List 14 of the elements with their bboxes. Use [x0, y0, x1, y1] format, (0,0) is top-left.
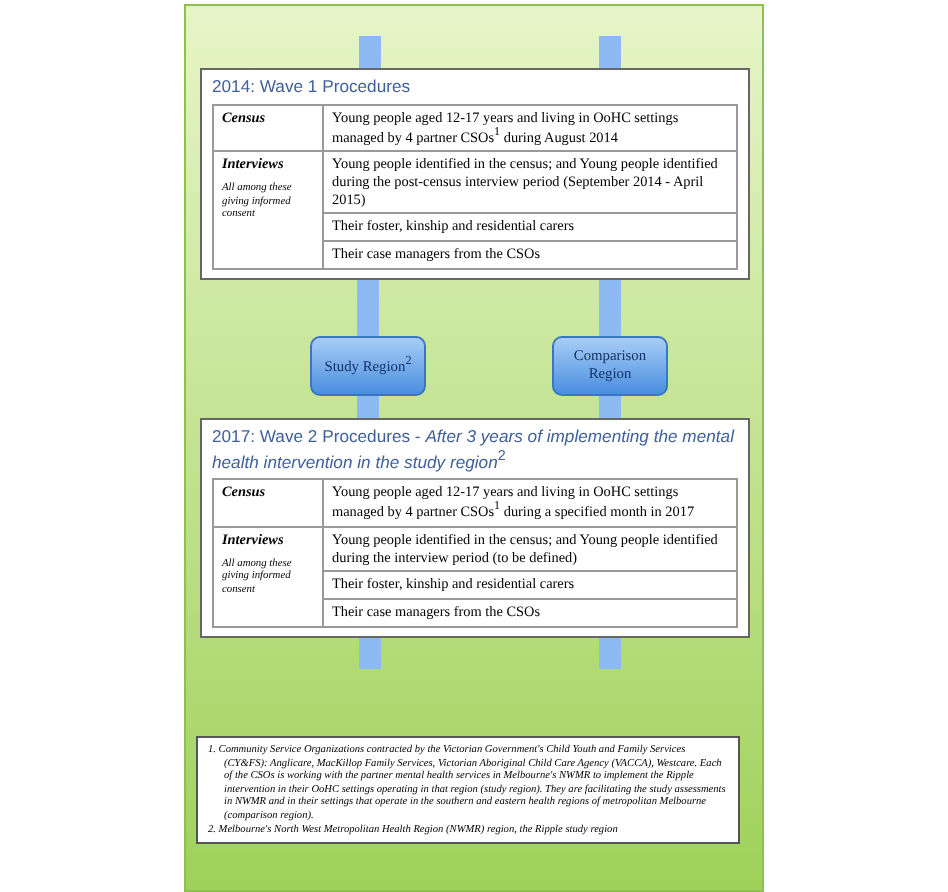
connector-bar	[359, 36, 381, 68]
footnote-box	[196, 736, 740, 845]
connector-bar	[599, 637, 621, 670]
connector-bar	[359, 637, 381, 670]
region-box	[310, 336, 426, 396]
region-box	[552, 336, 668, 396]
box-title: 2014: Wave 1 Procedures	[212, 76, 413, 98]
procedure-box	[200, 68, 750, 280]
connector-bar	[357, 279, 379, 336]
connector-bar	[599, 36, 621, 68]
connector-bar	[599, 396, 621, 418]
connector-bar	[357, 396, 379, 418]
procedure-box	[200, 418, 750, 638]
box-title: 2017: Wave 2 Procedures - After 3 years of implementing the mental health intervention in the study region$^{2}$	[212, 426, 737, 473]
